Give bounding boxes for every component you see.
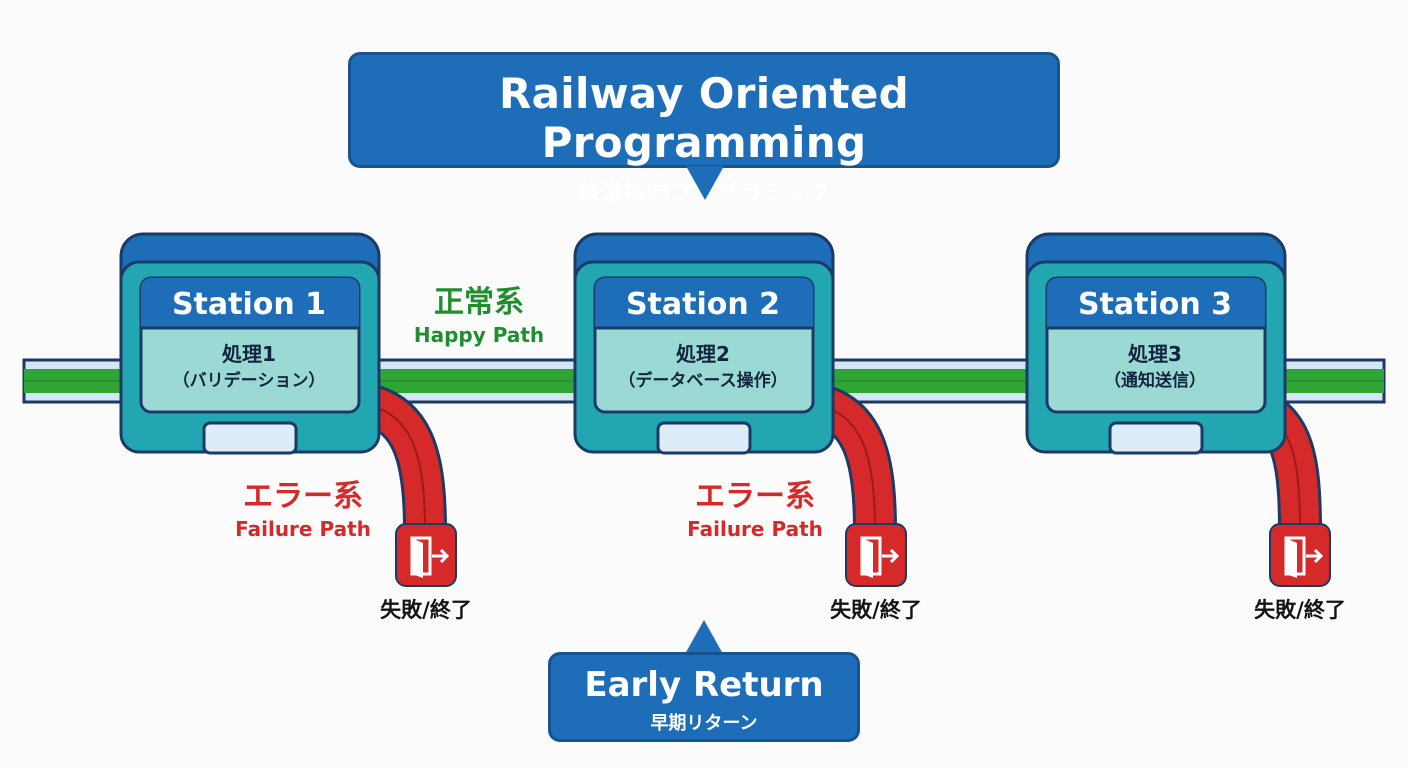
failure-path-label-1: エラー系 Failure Path [218,478,388,542]
station-2 [573,232,835,455]
station-3-process: 処理3 （通知送信） [1047,340,1263,394]
station-2-process: 処理2 （データベース操作） [595,340,811,394]
exit-label-1: 失敗/終了 [380,598,472,622]
title-callout-pointer [686,166,724,200]
station-1-process-title: 処理1 [222,342,276,366]
station-1-name: Station 1 [171,287,327,322]
happy-path-label: 正常系 Happy Path [396,284,562,348]
station-3-name: Station 3 [1077,287,1233,322]
exit-door-icon [395,523,457,587]
exit-label-3: 失敗/終了 [1254,598,1346,622]
station-1-process: 処理1 （バリデーション） [141,340,357,394]
station-2-process-detail: （データベース操作） [618,371,788,391]
early-return-sub: 早期リターン [650,713,758,734]
failure-path-label-2: エラー系 Failure Path [670,478,840,542]
happy-path-en: Happy Path [413,323,545,347]
exit-label-2: 失敗/終了 [830,598,922,622]
failure-path-en: Failure Path [687,517,823,541]
happy-path-jp: 正常系 [434,285,524,320]
exit-door-icon [845,523,907,587]
station-3-process-title: 処理3 [1128,342,1182,366]
title-main: Railway Oriented Programming [499,69,909,167]
station-3 [1025,232,1287,455]
station-1-process-detail: （バリデーション） [172,371,326,391]
station-2-process-title: 処理2 [676,342,730,366]
station-1 [119,232,381,455]
station-2-name: Station 2 [625,287,781,322]
exit-door-icon [1269,523,1331,587]
early-return-pointer [685,620,723,654]
failure-path-jp: エラー系 [243,479,363,514]
title-callout: Railway Oriented Programming 鉄道指向プログラミング [348,52,1060,206]
failure-path-jp: エラー系 [695,479,815,514]
early-return-main: Early Return [584,665,824,705]
failure-path-en: Failure Path [235,517,371,541]
early-return-callout: Early Return 早期リターン [548,652,860,742]
station-3-process-detail: （通知送信） [1104,371,1206,391]
